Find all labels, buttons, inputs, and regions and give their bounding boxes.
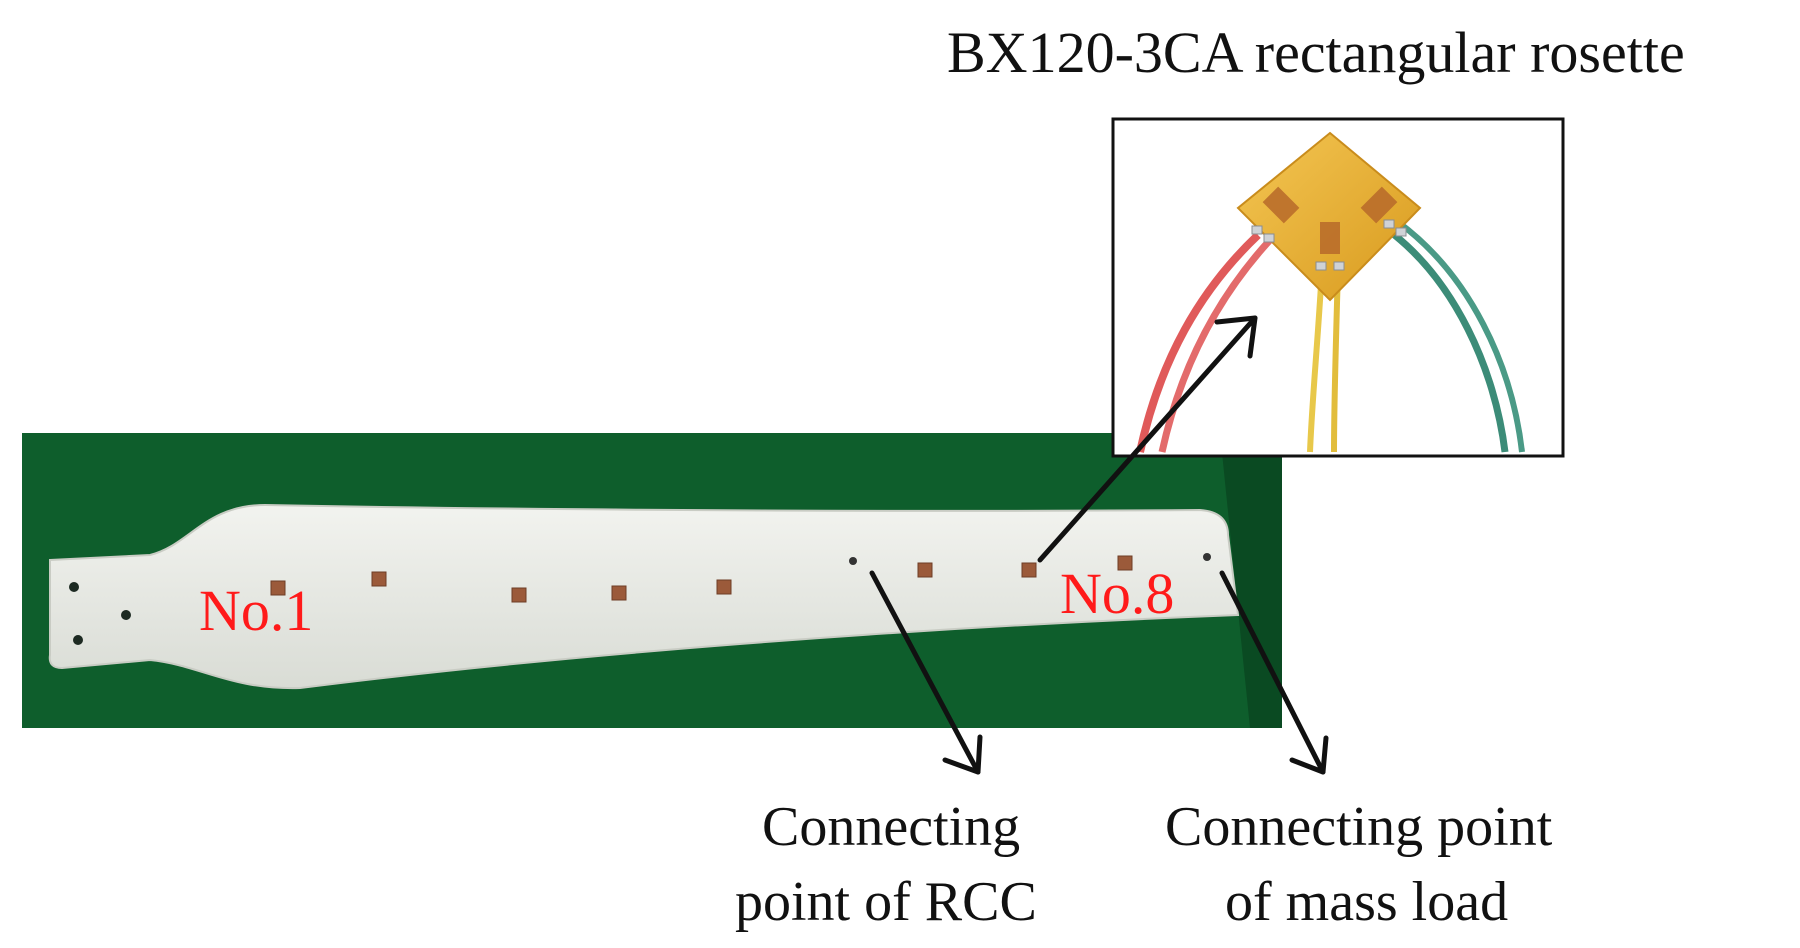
- strain-gauge-7: [1021, 562, 1037, 578]
- gauge-label-first: No.1: [199, 578, 313, 643]
- rcc-connecting-point: [849, 557, 857, 565]
- gauge-label-last: No.8: [1060, 561, 1174, 626]
- strain-gauge-6: [917, 562, 933, 578]
- rosette-grids: [1262, 186, 1398, 254]
- green-wire-b: [1396, 219, 1525, 453]
- solder-tab-5: [1383, 219, 1395, 229]
- strain-gauge-1: [270, 580, 286, 596]
- root-hole-1: [69, 582, 79, 592]
- rcc-label-line1: Connecting: [762, 796, 1020, 858]
- rcc-label-line2: point of RCC: [735, 871, 1037, 933]
- solder-tab-1: [1251, 225, 1263, 235]
- solder-tab-6: [1395, 227, 1407, 237]
- blade: [48, 503, 1240, 690]
- solder-tab-3: [1315, 261, 1327, 271]
- arrows: [869, 315, 1329, 775]
- strain-gauge-5: [716, 579, 732, 595]
- arrow-to-rosette-shaft: [1037, 315, 1258, 563]
- arrow-rcc-head: [942, 734, 983, 775]
- arrow-mass-shaft: [1219, 570, 1326, 775]
- strain-gauge-3: [511, 587, 527, 603]
- arrow-to-rosette-head: [1214, 315, 1258, 359]
- red-wire-b: [1158, 237, 1273, 453]
- solder-tab-4: [1333, 261, 1345, 271]
- rosette-grid-right: [1360, 186, 1398, 224]
- yellow-wire-a: [1307, 267, 1325, 453]
- root-hole-3: [73, 635, 83, 645]
- rosette-inset: [1111, 117, 1565, 458]
- mass-label-line1: Connecting point: [1165, 796, 1553, 858]
- solder-tab-2: [1263, 233, 1275, 243]
- strain-gauges: [270, 555, 1133, 603]
- strain-gauge-2: [371, 571, 387, 587]
- rosette-title: BX120-3CA rectangular rosette: [947, 20, 1685, 85]
- rosette-grid-left: [1262, 186, 1300, 224]
- board-edge-shadow: [1220, 433, 1282, 728]
- rosette-substrate: [1236, 131, 1422, 302]
- red-wire-a: [1136, 232, 1261, 453]
- root-hole-2: [121, 610, 131, 620]
- rosette-solder-tabs: [1251, 219, 1407, 271]
- arrow-mass-head: [1289, 735, 1329, 775]
- arrow-rcc-shaft: [869, 570, 981, 775]
- mass-load-connecting-point: [1203, 553, 1211, 561]
- green-wire-a: [1385, 227, 1509, 453]
- strain-gauge-8: [1117, 555, 1133, 571]
- rosette-grid-center: [1320, 222, 1340, 254]
- strain-gauge-4: [611, 585, 627, 601]
- mass-label-line2: of mass load: [1225, 871, 1508, 933]
